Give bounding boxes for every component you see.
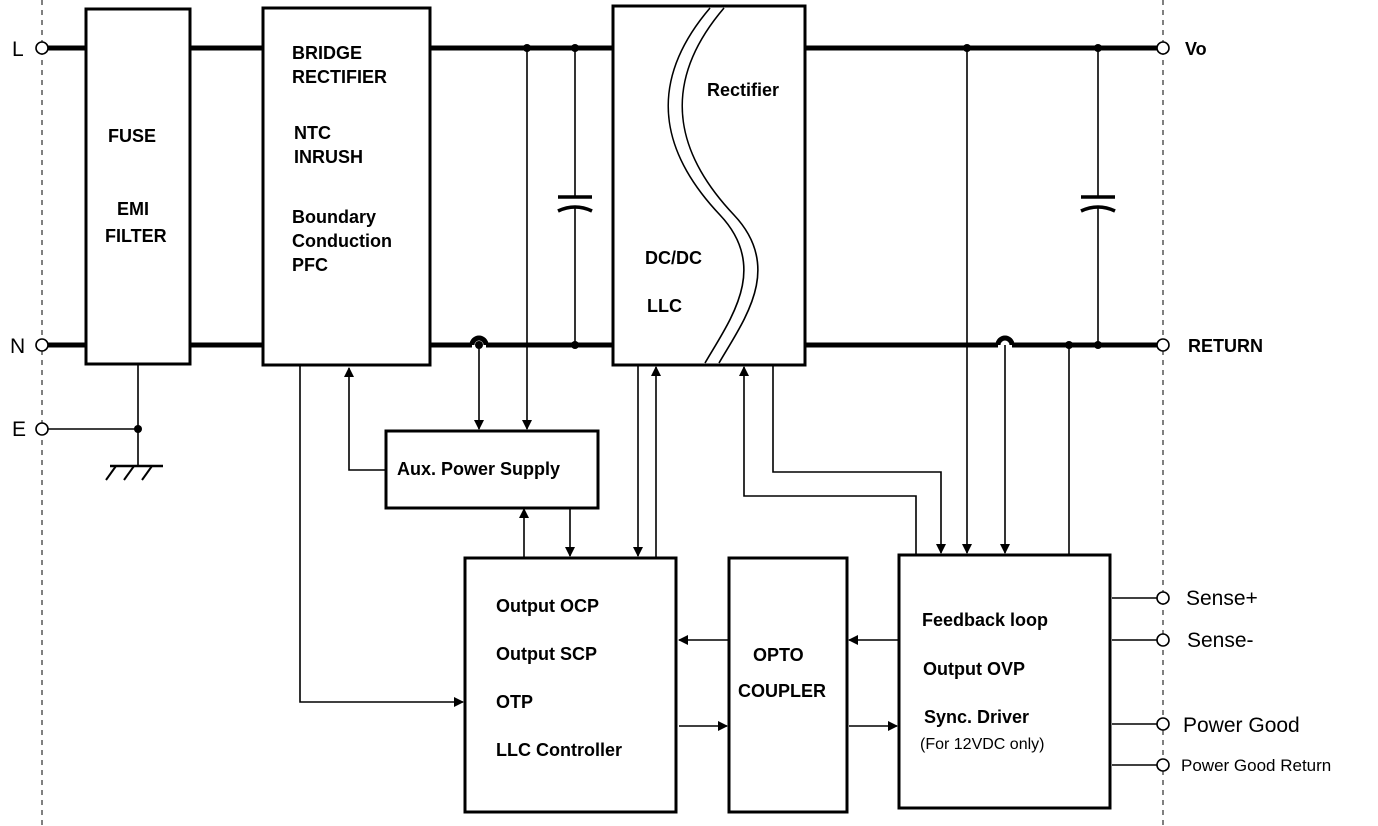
- feedback-block: Feedback loop Output OVP Sync. Driver (F…: [897, 553, 1112, 810]
- terminal-e-label: E: [12, 418, 26, 441]
- terminal-vo: [1156, 41, 1170, 55]
- filter-label: FILTER: [105, 226, 167, 246]
- opto-coupler-block: OPTO COUPLER: [727, 556, 849, 814]
- terminal-n: [35, 338, 49, 352]
- sense-minus-label: Sense-: [1187, 629, 1254, 652]
- opto-label: OPTO: [753, 645, 804, 665]
- fuse-emi-filter-block: FUSE EMI FILTER: [84, 7, 192, 366]
- earth-ground: [48, 364, 163, 481]
- aux-power-supply-block: Aux. Power Supply: [384, 429, 600, 510]
- bridge-label: BRIDGE: [292, 43, 362, 63]
- output-ocp-label: Output OCP: [496, 596, 599, 616]
- terminal-sense-plus: [1156, 591, 1170, 605]
- pfc-block: BRIDGE RECTIFIER NTC INRUSH Boundary Con…: [261, 6, 432, 367]
- terminal-vo-label: Vo: [1185, 39, 1207, 59]
- pfc-label: PFC: [292, 255, 328, 275]
- conduction-label: Conduction: [292, 231, 392, 251]
- power-good-label: Power Good: [1183, 714, 1300, 737]
- terminal-n-label: N: [10, 335, 25, 358]
- inrush-label: INRUSH: [294, 147, 363, 167]
- llc-label: LLC: [647, 296, 682, 316]
- emi-label: EMI: [117, 199, 149, 219]
- isolation-barrier: [667, 7, 745, 364]
- sync-driver-note: (For 12VDC only): [920, 736, 1044, 753]
- rectifier-label: RECTIFIER: [292, 67, 387, 87]
- boundary-label: Boundary: [292, 207, 376, 227]
- signal-wires: [299, 44, 1157, 766]
- dcdc-rectifier-label: Rectifier: [707, 80, 779, 100]
- primary-bus: [48, 45, 613, 348]
- feedback-loop-label: Feedback loop: [922, 610, 1048, 630]
- terminal-sense-minus: [1156, 633, 1170, 647]
- terminal-return: [1156, 338, 1170, 352]
- input-terminals: L N E: [10, 38, 49, 441]
- terminal-return-label: RETURN: [1188, 336, 1263, 356]
- controller-block: Output OCP Output SCP OTP LLC Controller: [463, 556, 678, 814]
- output-capacitor: [1080, 44, 1116, 349]
- ntc-label: NTC: [294, 123, 331, 143]
- terminal-power-good: [1156, 717, 1170, 731]
- output-ovp-label: Output OVP: [923, 659, 1025, 679]
- output-scp-label: Output SCP: [496, 644, 597, 664]
- llc-controller-label: LLC Controller: [496, 740, 622, 760]
- coupler-label: COUPLER: [738, 681, 826, 701]
- bulk-capacitor: [557, 44, 593, 349]
- otp-label: OTP: [496, 692, 533, 712]
- aux-power-supply-label: Aux. Power Supply: [397, 459, 560, 479]
- terminal-l-label: L: [12, 38, 24, 61]
- dcdc-llc-block: Rectifier DC/DC LLC: [611, 4, 807, 367]
- dcdc-label: DC/DC: [645, 248, 702, 268]
- terminal-l: [35, 41, 49, 55]
- terminal-power-good-return: [1156, 758, 1170, 772]
- fuse-label: FUSE: [108, 126, 156, 146]
- power-good-return-label: Power Good Return: [1181, 756, 1331, 775]
- terminal-e: [35, 422, 49, 436]
- sense-plus-label: Sense+: [1186, 587, 1258, 610]
- output-terminals: Vo RETURN Sense+ Sense- Power Good Power…: [1156, 39, 1331, 775]
- sync-driver-label: Sync. Driver: [924, 707, 1029, 727]
